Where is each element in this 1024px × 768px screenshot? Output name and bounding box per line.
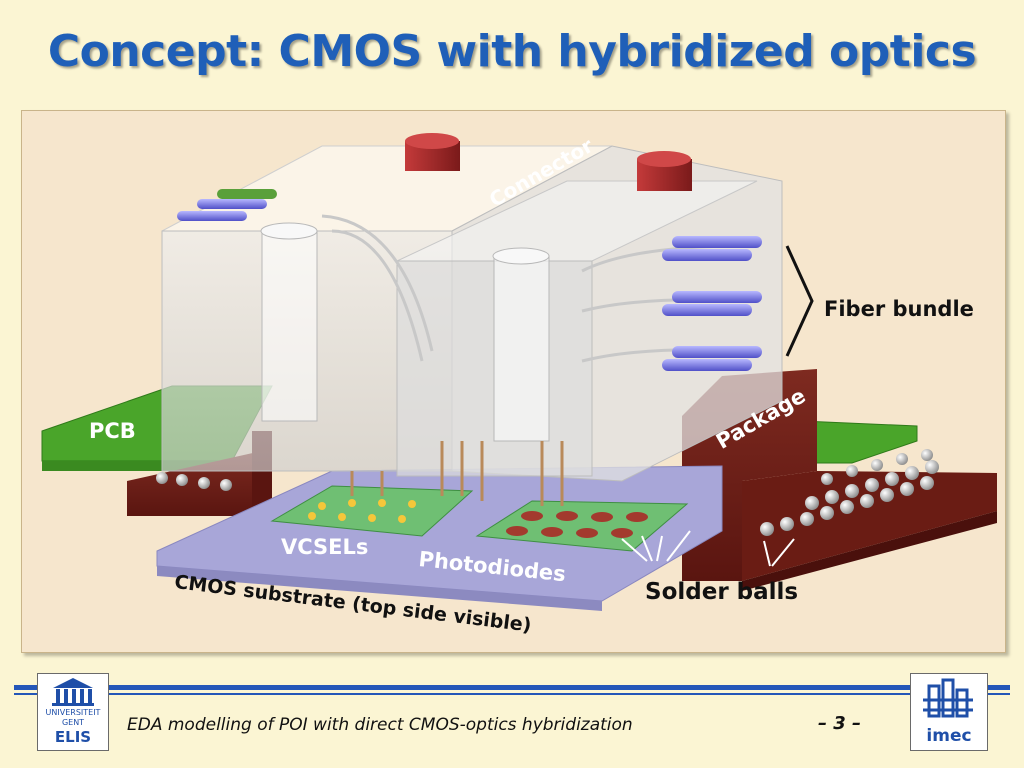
diagram-panel: Connector Fiber bundle PCB Package VCSEL… [21,110,1006,653]
footer-rule-top [14,685,1010,690]
solder-balls-label: Solder balls [645,579,799,605]
footer-rule-bottom [14,693,1010,695]
fiber-stubs-left [177,189,277,221]
footer-caption: EDA modelling of POI with direct CMOS-op… [127,715,633,735]
vcsel-chip [270,485,474,537]
solder-ball-arrows [621,530,795,567]
photodiode-chip [475,500,689,552]
connector-block [161,145,783,506]
imec-castle-icon [923,678,973,718]
ugent-line2: GENT [61,718,85,727]
hybrid-optics-diagram [41,133,997,611]
imec-text: imec [926,726,972,746]
slide-title: Concept: CMOS with hybridized optics [47,26,977,77]
ugent-line1: UNIVERSITEIT [45,708,101,717]
ugent-elis-logo: UNIVERSITEIT GENT ELIS [37,673,109,751]
page-number: – 3 – [818,713,862,734]
elis-text: ELIS [54,728,92,746]
fiber-bundle [662,236,762,371]
building-columns-icon [52,678,94,706]
solder-balls [156,449,939,536]
imec-logo: imec [910,673,988,751]
fiber-bundle-label: Fiber bundle [824,297,974,321]
vcsels-label: VCSELs [281,535,369,559]
guide-pins [405,133,692,191]
pcb-label: PCB [89,419,136,443]
fiber-bundle-brace [785,245,814,357]
